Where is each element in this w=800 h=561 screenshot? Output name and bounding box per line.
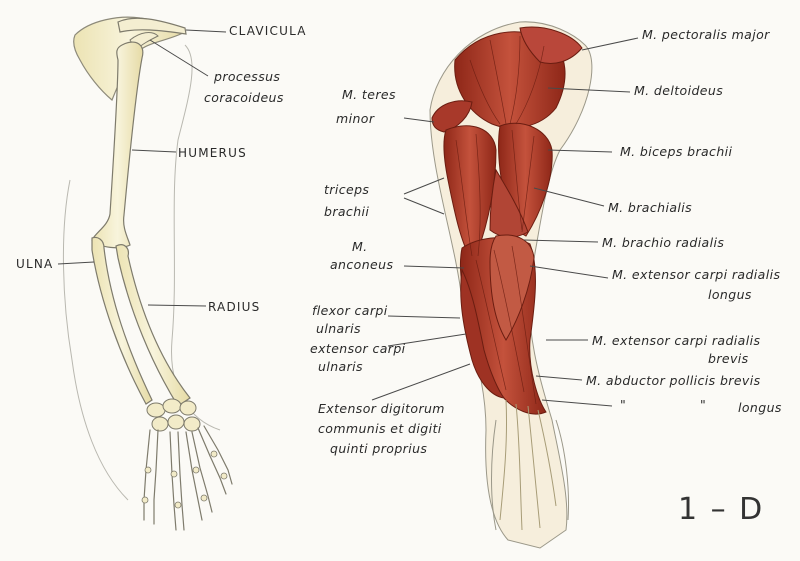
label-longus: longus: [738, 400, 782, 415]
label-radius: RADIUS: [208, 300, 261, 314]
flexor-muscle: [460, 268, 506, 399]
label-biceps: M. biceps brachii: [620, 144, 733, 159]
ulna: [91, 236, 153, 405]
radius: [115, 244, 191, 407]
hand-bones: [143, 425, 233, 531]
skeleton-leader-lines: [57, 29, 227, 307]
label-deltoideus: M. deltoideus: [634, 83, 724, 98]
label-extensor-ulnaris-1: extensor carpi: [310, 341, 406, 356]
tendons: [499, 399, 557, 531]
carpal-bones: [146, 398, 201, 432]
label-flexor-2: ulnaris: [316, 321, 361, 336]
finger-joints: [141, 450, 228, 509]
label-ext-brevis-2: brevis: [708, 351, 749, 366]
muscle-drawing: [429, 21, 593, 549]
humerus: [91, 41, 144, 249]
label-ditto-2: ": [700, 397, 707, 412]
label-digitorum-2: communis et digiti: [318, 421, 442, 436]
label-coracoideus: coracoideus: [204, 90, 284, 105]
label-abductor: M. abductor pollicis brevis: [586, 373, 761, 388]
label-processus: processus: [214, 69, 281, 84]
label-ext-longus-2: longus: [708, 287, 752, 302]
muscle-fibers: [455, 35, 545, 405]
hand-outline: [491, 419, 569, 531]
label-triceps-1: triceps: [324, 182, 370, 197]
label-brachioradialis: M. brachio radialis: [602, 235, 725, 250]
label-anconeus-2: anconeus: [330, 257, 394, 272]
sheet-id: 1 – D: [678, 492, 765, 527]
brachioradialis-muscle: [489, 234, 535, 341]
label-extensor-ulnaris-2: ulnaris: [318, 359, 363, 374]
label-teres-2: minor: [336, 111, 375, 126]
label-ext-longus-1: M. extensor carpi radialis: [612, 267, 781, 282]
label-brachialis: M. brachialis: [608, 200, 693, 215]
pectoralis-muscle: [519, 26, 583, 64]
clavicle: [117, 17, 187, 35]
label-flexor-1: flexor carpi: [312, 303, 388, 318]
label-digitorum-1: Extensor digitorum: [318, 401, 445, 416]
teres-minor-muscle: [431, 100, 473, 133]
arm-outline: [62, 44, 221, 501]
label-pectoralis: M. pectoralis major: [642, 27, 770, 42]
label-clavicula: CLAVICULA: [229, 24, 307, 38]
label-digitorum-3: quinti proprius: [330, 441, 428, 456]
muscle-leader-lines: [371, 37, 639, 407]
label-ditto-1: ": [620, 397, 627, 412]
label-humerus: HUMERUS: [178, 146, 247, 160]
label-teres-1: M. teres: [342, 87, 396, 102]
label-triceps-2: brachii: [324, 204, 370, 219]
label-ext-brevis-1: M. extensor carpi radialis: [592, 333, 761, 348]
label-ulna: ULNA: [16, 257, 54, 271]
label-anconeus-1: M.: [352, 239, 368, 254]
skeleton-drawing: [62, 16, 233, 531]
